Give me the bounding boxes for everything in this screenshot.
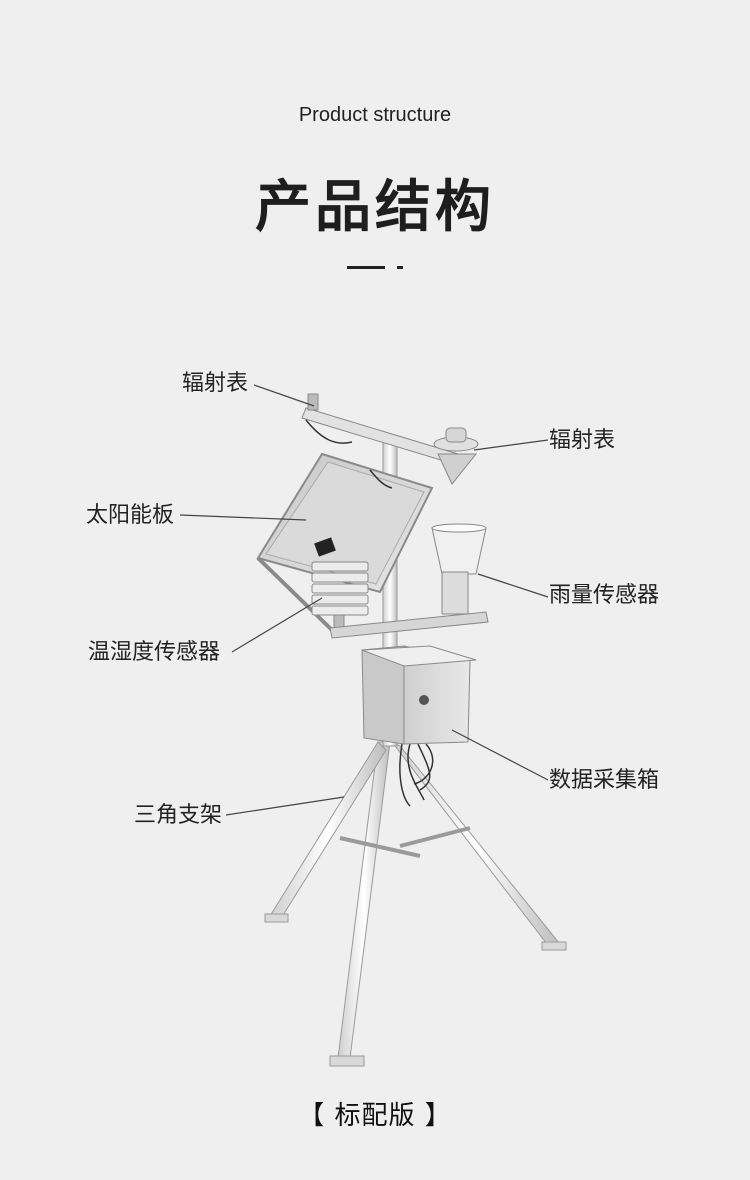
cables [399,743,434,807]
tripod [264,741,567,1067]
leader-lines [179,384,549,816]
title-underline-dot [397,266,403,269]
lower-crossbar [329,611,489,639]
label-temp-humidity: 温湿度传感器 [88,640,221,665]
temp-humidity-shield [311,561,369,632]
label-rain-gauge: 雨量传感器 [549,583,660,608]
version-label: 【 标配版 】 [298,1101,452,1131]
title-underline [347,266,385,269]
label-radiometer-left: 辐射表 [182,371,249,396]
page-title: 产品结构 [255,175,495,240]
radiometer-right [433,427,479,485]
label-tripod: 三角支架 [134,803,223,828]
label-radiometer-right: 辐射表 [549,428,616,453]
top-crossbar [301,393,459,465]
section-subtitle: Product structure [298,104,452,126]
data-collection-box [361,645,477,745]
label-solar-panel: 太阳能板 [86,503,175,528]
solar-panel [256,452,434,634]
label-data-box: 数据采集箱 [549,768,660,793]
rain-gauge [431,523,487,615]
